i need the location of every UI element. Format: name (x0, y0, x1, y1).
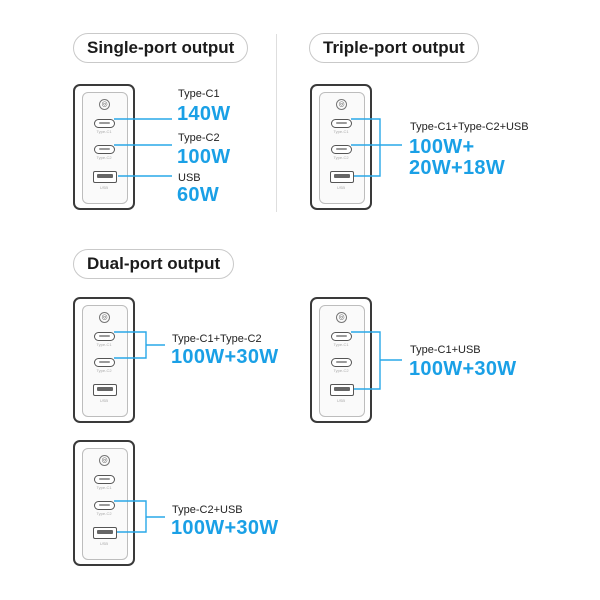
port-label-c1: Type-C1 (96, 129, 112, 134)
section-divider (276, 34, 277, 212)
charger-face: ◎ Type-C1 Type-C2 USB (82, 448, 128, 560)
triple-watt-line2: 20W+18W (409, 157, 506, 179)
type-c1-port-icon (331, 332, 352, 341)
dual-c2-usb-name: Type-C2+USB (172, 504, 243, 516)
port-label-usb: USB (99, 541, 109, 546)
brand-logo-icon: ◎ (99, 312, 110, 323)
port-label-usb: USB (99, 185, 109, 190)
type-c1-port-icon (94, 475, 115, 484)
type-c1-port-icon (94, 119, 115, 128)
dual-port-output-title: Dual-port output (73, 249, 235, 279)
single-c1-watt: 140W (177, 103, 231, 125)
usb-a-port-icon (93, 384, 117, 396)
brand-logo-icon: ◎ (99, 99, 110, 110)
charger-single: ◎ Type-C1 Type-C2 USB (73, 84, 135, 210)
charger-face: ◎ Type-C1 Type-C2 USB (319, 92, 365, 204)
dual-c1-usb-watt: 100W+30W (409, 358, 517, 380)
single-port-output-title: Single-port output (73, 33, 249, 63)
port-label-usb: USB (336, 398, 346, 403)
usb-a-port-icon (93, 171, 117, 183)
type-c2-port-icon (331, 145, 352, 154)
charger-face: ◎ Type-C1 Type-C2 USB (82, 305, 128, 417)
dual-c1-c2-watt: 100W+30W (171, 346, 279, 368)
port-label-usb: USB (336, 185, 346, 190)
type-c2-port-icon (94, 358, 115, 367)
brand-logo-icon: ◎ (336, 312, 347, 323)
usb-a-port-icon (93, 527, 117, 539)
port-label-c2: Type-C2 (96, 368, 112, 373)
port-label-c2: Type-C2 (333, 368, 349, 373)
port-label-usb: USB (99, 398, 109, 403)
single-c2-name: Type-C2 (178, 132, 220, 144)
port-label-c1: Type-C1 (333, 342, 349, 347)
triple-port-output-title: Triple-port output (309, 33, 479, 63)
single-usb-watt: 60W (177, 184, 220, 206)
type-c1-port-icon (331, 119, 352, 128)
port-label-c2: Type-C2 (96, 155, 112, 160)
triple-name: Type-C1+Type-C2+USB (410, 121, 529, 133)
dual-c2-usb-watt: 100W+30W (171, 517, 279, 539)
single-c2-watt: 100W (177, 146, 231, 168)
type-c2-port-icon (331, 358, 352, 367)
single-usb-name: USB (178, 172, 201, 184)
port-label-c1: Type-C1 (96, 485, 112, 490)
dual-c1-c2-name: Type-C1+Type-C2 (172, 333, 262, 345)
type-c2-port-icon (94, 145, 115, 154)
triple-watt-line1: 100W+ (409, 136, 475, 158)
charger-dual-c2-usb: ◎ Type-C1 Type-C2 USB (73, 440, 135, 566)
charger-dual-c1-c2: ◎ Type-C1 Type-C2 USB (73, 297, 135, 423)
type-c2-port-icon (94, 501, 115, 510)
port-label-c1: Type-C1 (333, 129, 349, 134)
brand-logo-icon: ◎ (336, 99, 347, 110)
dual-c1-usb-name: Type-C1+USB (410, 344, 481, 356)
brand-logo-icon: ◎ (99, 455, 110, 466)
single-c1-name: Type-C1 (178, 88, 220, 100)
charger-face: ◎ Type-C1 Type-C2 USB (82, 92, 128, 204)
port-label-c2: Type-C2 (333, 155, 349, 160)
port-label-c2: Type-C2 (96, 511, 112, 516)
charger-triple: ◎ Type-C1 Type-C2 USB (310, 84, 372, 210)
charger-face: ◎ Type-C1 Type-C2 USB (319, 305, 365, 417)
type-c1-port-icon (94, 332, 115, 341)
usb-a-port-icon (330, 384, 354, 396)
usb-a-port-icon (330, 171, 354, 183)
charger-dual-c1-usb: ◎ Type-C1 Type-C2 USB (310, 297, 372, 423)
port-label-c1: Type-C1 (96, 342, 112, 347)
